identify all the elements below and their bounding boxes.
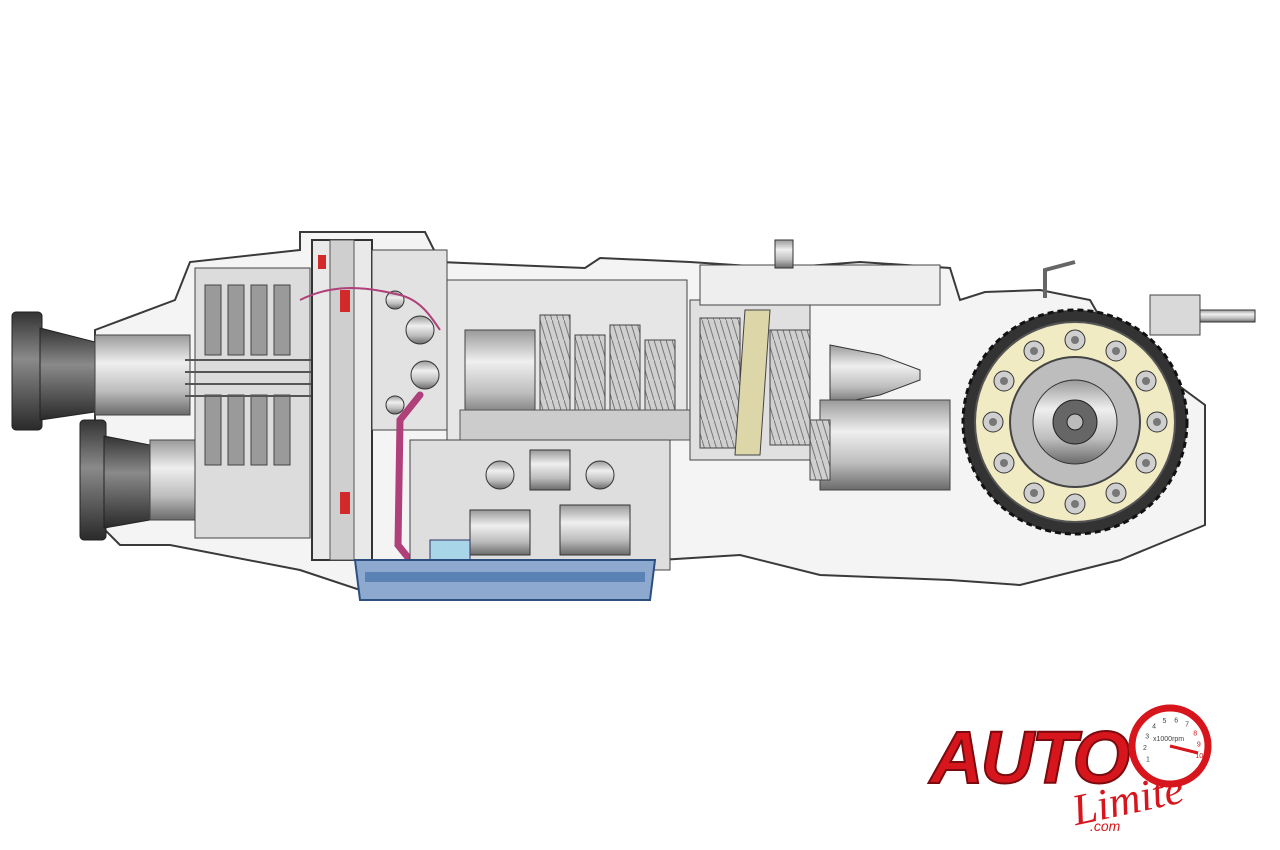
flange-bolt-hole: [1153, 418, 1161, 426]
flange-bolt-hole: [999, 377, 1008, 385]
flange-bolt-hole: [1030, 489, 1038, 498]
gauge-number: 4: [1152, 724, 1156, 731]
flange-bolt-hole: [1071, 336, 1079, 344]
rear-fitting: [774, 239, 794, 269]
flange-bolt-hole: [1071, 500, 1079, 508]
gauge-number: 1: [1146, 756, 1150, 763]
flange-bolt-hole: [989, 418, 997, 426]
flange-bolt-hole: [1112, 346, 1120, 355]
flange-bolt-hole: [1112, 489, 1120, 498]
gauge-number: 9: [1197, 741, 1201, 748]
gauge-number: 8: [1193, 730, 1197, 737]
flange-bolts: [982, 329, 1168, 515]
ring-gear-icon: [961, 308, 1189, 536]
gauge-number: 10: [1195, 753, 1203, 760]
flange-bolt-hole: [999, 459, 1008, 467]
rear-output-shaft: [819, 399, 951, 491]
hydraulic-line: [299, 287, 441, 331]
flange-bolt-hole: [1142, 459, 1151, 467]
logo-suffix-text: .com: [1090, 818, 1121, 834]
gauge-number: 2: [1143, 745, 1147, 752]
logo-brand-text: AUTO: [928, 716, 1130, 799]
gauge-number: 5: [1162, 718, 1166, 725]
flange-bolt-hole: [1142, 377, 1151, 385]
gauge-number: 3: [1145, 733, 1149, 740]
flange-bolt-hole: [1030, 346, 1038, 355]
gauge-number: 7: [1185, 722, 1189, 729]
gauge-number: 6: [1174, 717, 1178, 724]
gauge-label: x1000rpm: [1153, 736, 1184, 743]
